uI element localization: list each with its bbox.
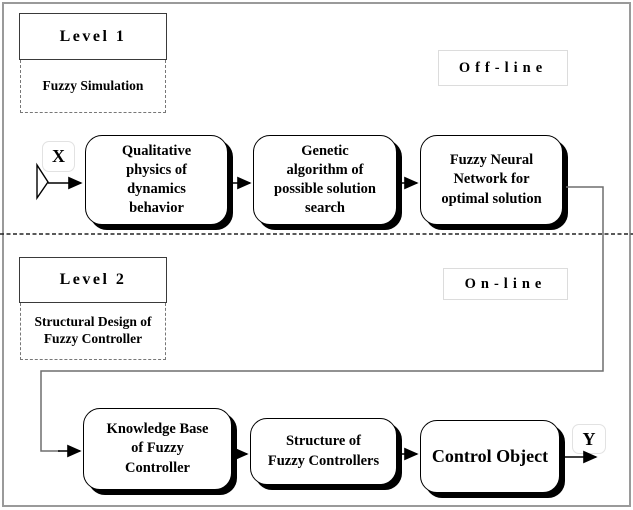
output-y-label: Y (582, 428, 596, 449)
level2-subtitle: Structural Design of Fuzzy Controller (34, 314, 152, 346)
node-genetic-algorithm: Genetic algorithm of possible solution s… (253, 135, 397, 225)
output-y-label-box: Y (572, 424, 606, 454)
node-fuzzy-neural-network-label: Fuzzy Neural Network for optimal solutio… (441, 152, 542, 207)
offline-mode-text: Off-line (458, 59, 548, 76)
node-genetic-algorithm-label: Genetic algorithm of possible solution s… (274, 142, 376, 217)
node-qualitative-physics-label: Qualitative physics of dynamics behavior (121, 142, 192, 217)
node-control-object: Control Object (420, 420, 560, 493)
input-x-label-box: X (42, 141, 75, 172)
level2-title: Level 2 (59, 271, 127, 288)
online-mode-text: On-line (464, 275, 547, 292)
node-structure-controllers-label: Structure of Fuzzy Controllers (267, 433, 380, 469)
level2-subtitle-box: Structural Design of Fuzzy Controller (20, 303, 166, 360)
level2-title-box: Level 2 (19, 257, 167, 303)
online-mode-label: On-line (443, 268, 568, 300)
level1-subtitle-box: Fuzzy Simulation (20, 60, 166, 113)
node-qualitative-physics: Qualitative physics of dynamics behavior (85, 135, 228, 225)
level1-title: Level 1 (59, 27, 127, 45)
node-control-object-label: Control Object (431, 445, 549, 466)
node-fuzzy-neural-network: Fuzzy Neural Network for optimal solutio… (420, 135, 563, 225)
node-knowledge-base: Knowledge Base of Fuzzy Controller (83, 408, 232, 490)
offline-mode-label: Off-line (438, 50, 568, 86)
level1-subtitle: Fuzzy Simulation (42, 77, 144, 93)
input-x-label: X (52, 146, 65, 166)
node-structure-controllers: Structure of Fuzzy Controllers (250, 418, 397, 485)
node-knowledge-base-label: Knowledge Base of Fuzzy Controller (106, 421, 209, 476)
level1-title-box: Level 1 (19, 13, 167, 60)
